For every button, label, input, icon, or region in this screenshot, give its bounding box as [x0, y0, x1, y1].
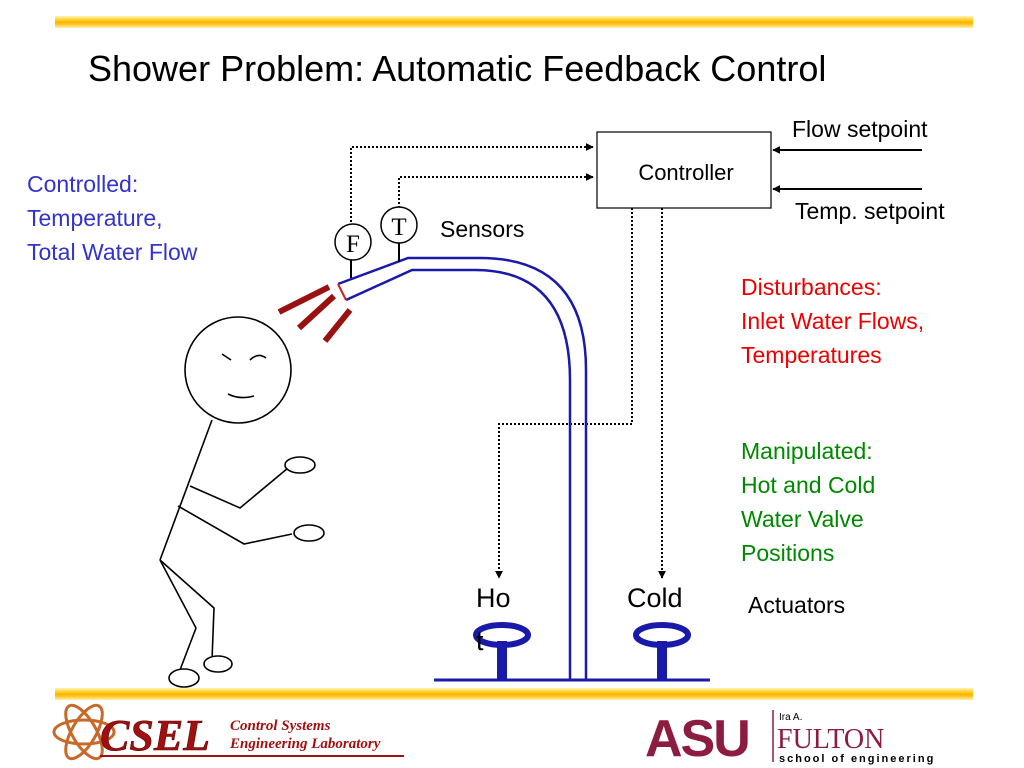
asu-wordmark: ASU — [645, 710, 749, 766]
csel-subtitle-1: Control Systems — [230, 718, 331, 734]
manipulated-line-3: Positions — [741, 540, 835, 566]
controlled-line-2: Total Water Flow — [27, 239, 198, 265]
hot-label: Ho — [476, 583, 511, 613]
manipulated-note: Manipulated: Hot and Cold Water Valve Po… — [741, 434, 875, 570]
temp-setpoint-label: Temp. setpoint — [795, 198, 945, 224]
fulton-wordmark: FULTON — [777, 724, 884, 755]
hot-valve — [473, 622, 531, 680]
actuators-label: Actuators — [748, 592, 845, 618]
asu-fulton-logo: ASU Ira A. FULTON school of engineering — [645, 710, 935, 766]
flow-sensor-circle — [334, 223, 372, 261]
shower-head-face — [337, 283, 347, 301]
manipulated-line-1: Hot and Cold — [741, 472, 876, 498]
sensors-label: Sensors — [440, 216, 524, 242]
flow-setpoint-label: Flow setpoint — [792, 116, 928, 142]
disturbances-line-1: Inlet Water Flows, — [741, 308, 925, 334]
controlled-line-1: Temperature, — [27, 205, 163, 231]
disturbances-note: Disturbances: Inlet Water Flows, Tempera… — [741, 270, 924, 372]
cold-label: Cold — [627, 583, 683, 613]
slide-title: Shower Problem: Automatic Feedback Contr… — [88, 48, 827, 89]
stick-figure — [159, 316, 325, 688]
csel-wordmark: CSEL — [100, 711, 210, 760]
water-spray-3 — [322, 308, 353, 343]
temp-sensor-letter: T — [391, 214, 406, 241]
water-spray-1 — [277, 284, 331, 315]
temp-signal-line — [398, 173, 594, 208]
shower-pipe — [337, 256, 588, 680]
fulton-small-name: Ira A. — [779, 712, 802, 723]
cold-valve — [633, 622, 691, 680]
manipulated-line-2: Water Valve — [741, 506, 864, 532]
water-spray-2 — [296, 293, 337, 331]
top-accent-bar — [55, 16, 973, 28]
controlled-heading: Controlled: — [27, 171, 139, 197]
controller-label: Controller — [638, 160, 733, 185]
temp-sensor-circle — [380, 206, 418, 244]
disturbances-line-2: Temperatures — [741, 342, 882, 368]
manipulated-heading: Manipulated: — [741, 438, 873, 464]
flow-signal-line — [350, 143, 594, 222]
csel-emblem-icon — [52, 703, 116, 761]
bottom-accent-bar — [55, 688, 973, 700]
csel-logo: CSEL Control Systems Engineering Laborat… — [52, 703, 404, 761]
flow-sensor-letter: F — [346, 231, 360, 258]
hot-valve-signal-line — [495, 208, 633, 579]
controller-box — [596, 131, 772, 209]
shower-pipe-inner — [345, 268, 572, 680]
disturbances-heading: Disturbances: — [741, 274, 882, 300]
controlled-note: Controlled: Temperature, Total Water Flo… — [27, 167, 197, 269]
hot-label-wrap: t — [476, 626, 484, 656]
csel-subtitle-2: Engineering Laboratory — [229, 736, 381, 752]
fulton-subtitle: school of engineering — [779, 753, 935, 765]
